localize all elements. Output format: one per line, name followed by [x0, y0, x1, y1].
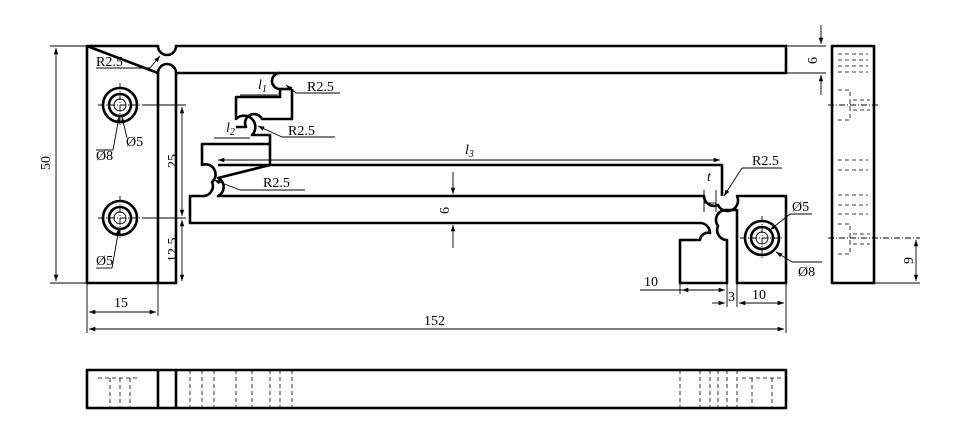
dim-10-left: 10 — [644, 275, 658, 290]
dim-12-5: 12.5 — [166, 238, 181, 263]
dimension-text: R2.5 R2.5 R2.5 R2.5 R2.5 Ø8 Ø5 Ø5 Ø5 Ø8 … — [39, 55, 917, 329]
side-view — [828, 44, 920, 285]
dimension-lines — [50, 25, 826, 333]
left-base-outline — [85, 46, 160, 285]
label-l2: l2 — [226, 121, 235, 138]
label-d5-right: Ø5 — [792, 200, 809, 215]
dim-6-top: 6 — [806, 57, 821, 64]
label-l1: l1 — [258, 78, 267, 95]
hole-right — [740, 216, 784, 260]
label-d8-right: Ø8 — [798, 265, 815, 280]
label-r-l2: R2.5 — [288, 124, 315, 139]
l3-link-outline — [218, 163, 724, 196]
label-d5-left-bottom: Ø5 — [96, 254, 113, 269]
hole-left-top — [98, 83, 142, 127]
front-view — [85, 44, 788, 285]
middle-link-outline — [236, 89, 294, 129]
dim-10-right: 10 — [752, 288, 766, 303]
hole-left-bottom — [98, 196, 142, 240]
label-l3: l3 — [465, 143, 474, 160]
dim-50: 50 — [39, 156, 54, 170]
dim-9: 9 — [902, 257, 917, 264]
label-r-l1: R2.5 — [307, 80, 334, 95]
label-d8-left: Ø8 — [96, 149, 113, 164]
dim-25: 25 — [166, 154, 181, 168]
label-d5-left-top: Ø5 — [126, 135, 143, 150]
left-block-outline — [85, 44, 788, 75]
dim-152: 152 — [424, 314, 445, 329]
dim-15: 15 — [114, 296, 128, 311]
top-beam-outline — [158, 73, 178, 285]
dim-6-beam: 6 — [438, 207, 453, 214]
label-r-mid: R2.5 — [263, 176, 290, 191]
label-t: t — [707, 170, 712, 185]
top-view — [85, 368, 788, 410]
dim-3: 3 — [728, 290, 735, 305]
label-r-top: R2.5 — [96, 55, 123, 70]
label-r-right: R2.5 — [752, 154, 779, 169]
